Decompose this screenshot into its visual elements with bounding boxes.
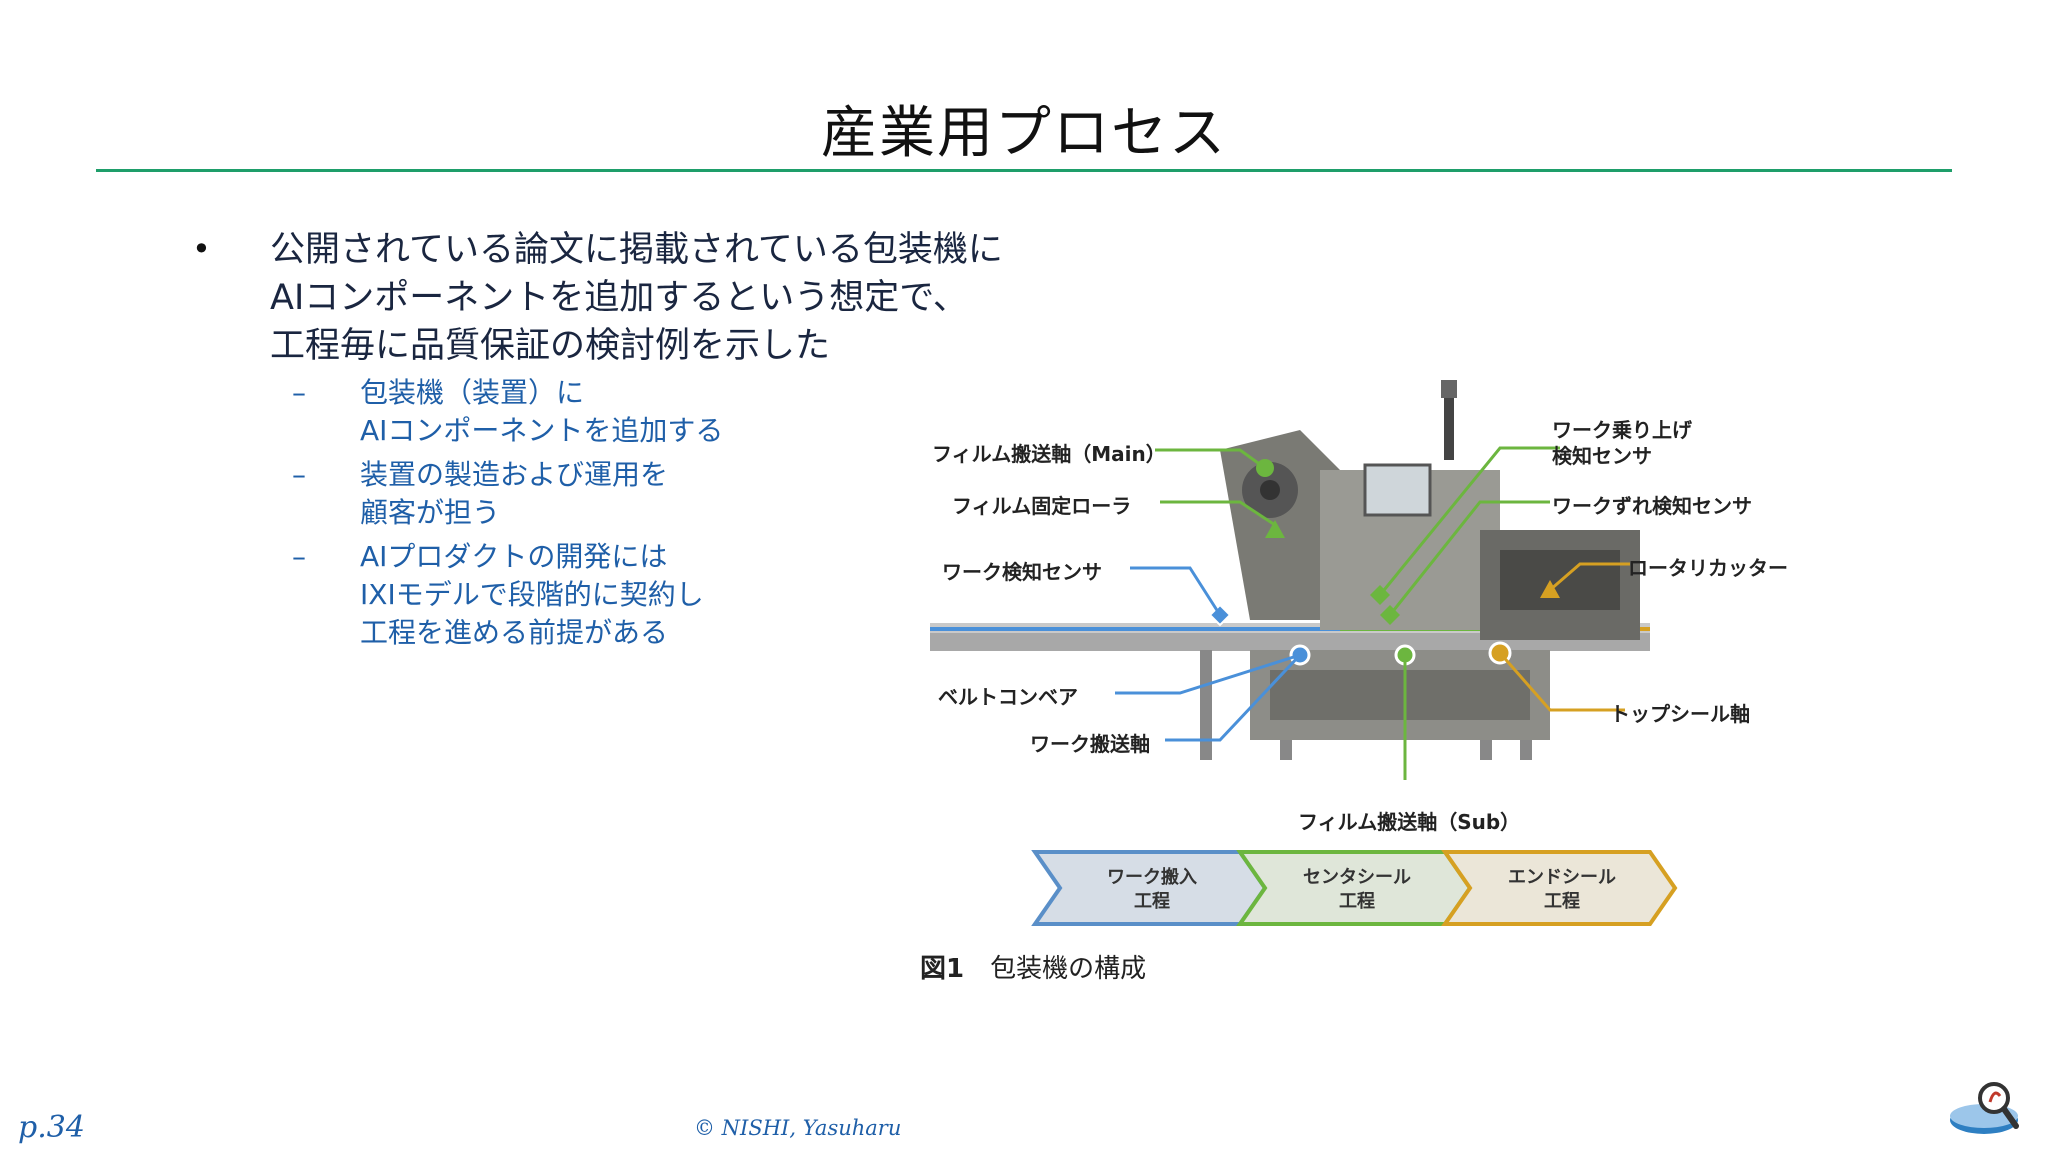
label-work-feed-axis: ワーク搬送軸: [1030, 732, 1150, 756]
label-work-shift-detect: ワークずれ検知センサ: [1552, 494, 1752, 518]
stage-arrow-end-seal: エンドシール 工程: [1441, 850, 1678, 926]
lower-cabinet: [1270, 670, 1530, 720]
stage-label: エンドシール: [1508, 867, 1616, 888]
machine-leg: [1200, 650, 1212, 760]
stage-arrow-center-seal: センタシール 工程: [1236, 850, 1473, 926]
label-top-seal-axis: トップシール軸: [1610, 702, 1750, 726]
label-film-fixed-roller: フィルム固定ローラ: [952, 494, 1132, 518]
sub-bullet-line: 顧客が担う: [360, 496, 501, 529]
sub-bullet-line: IXIモデルで段階的に契約し: [360, 578, 704, 611]
sub-bullet-line: 工程を進める前提がある: [360, 616, 669, 649]
slide-title: 産業用プロセス: [821, 101, 1227, 166]
leader-film-roller: [1160, 500, 1276, 527]
stage-arrow-work-intake: ワーク搬入 工程: [1031, 850, 1268, 926]
leader-work-shift: [1388, 500, 1550, 616]
sub-bullet-list: – 包装機（装置）に AIコンポーネントを追加する – 装置の製造および運用を …: [292, 374, 852, 658]
stage-label: 工程: [1339, 891, 1375, 912]
bullet-marker: •: [192, 230, 211, 268]
sub-bullet-dash: –: [292, 540, 306, 573]
bullet-line: 公開されている論文に掲載されている包装機に: [270, 230, 1003, 270]
title-divider: [96, 169, 1952, 172]
leader-work-lift: [1378, 446, 1560, 596]
caption-figure-number: 図1: [920, 954, 965, 984]
copyright-notice: © NISHI, Yasuharu: [694, 1116, 902, 1140]
caption-text: 包装機の構成: [990, 954, 1147, 984]
film-roll-hub: [1260, 480, 1280, 500]
signal-tower: [1444, 380, 1454, 460]
sub-bullet-line: 装置の製造および運用を: [360, 458, 669, 491]
label-belt-conveyor: ベルトコンベア: [938, 685, 1078, 709]
belt-conveyor-body: [930, 633, 1650, 651]
sub-bullet-item: – AIプロダクトの開発には IXIモデルで段階的に契約し 工程を進める前提があ…: [292, 538, 852, 652]
stage-label: 工程: [1134, 891, 1170, 912]
label-film-feed-sub: フィルム搬送軸（Sub）: [1298, 810, 1521, 834]
stage-label: センタシール: [1303, 867, 1411, 888]
label-work-lift-detect-2: 検知センサ: [1552, 444, 1652, 468]
stage-label: ワーク搬入: [1107, 866, 1197, 888]
sub-bullet-line: AIコンポーネントを追加する: [360, 414, 724, 447]
magnifier-logo-icon: [1950, 1082, 2019, 1134]
leader-belt-conveyor: [1115, 653, 1301, 695]
label-work-detect-sensor: ワーク検知センサ: [942, 560, 1102, 584]
page-number: p.34: [18, 1110, 85, 1145]
leader-rotary-cutter: [1549, 562, 1630, 592]
leader-top-seal: [1498, 652, 1625, 712]
sub-bullet-line: AIプロダクトの開発には: [360, 540, 668, 573]
stage-arrow-shape: [1236, 850, 1473, 926]
stage-arrow-shape: [1441, 850, 1678, 926]
stage-label: 工程: [1544, 891, 1580, 912]
sub-bullet-dash: –: [292, 458, 306, 491]
figure-caption: 図1 包装機の構成: [920, 948, 1146, 985]
sub-bullet-line: 包装機（装置）に: [360, 376, 585, 409]
machine-diagram: ワーク搬入 工程 センタシール 工程 エンドシール 工程: [930, 380, 1678, 926]
sub-bullet-item: – 包装機（装置）に AIコンポーネントを追加する: [292, 374, 852, 450]
sub-bullet-item: – 装置の製造および運用を 顧客が担う: [292, 456, 852, 532]
bullet-line: AIコンポーネントを追加するという想定で、: [270, 278, 968, 318]
main-bullet-text: 公開されている論文に掲載されている包装機に AIコンポーネントを追加するという想…: [270, 226, 1170, 370]
leader-work-feed: [1165, 653, 1302, 742]
film-roller-marker: [1265, 520, 1285, 538]
leader-work-sensor: [1130, 566, 1222, 616]
label-rotary-cutter: ロータリカッター: [1628, 556, 1788, 580]
stage-arrow-shape: [1031, 850, 1268, 926]
label-film-feed-main: フィルム搬送軸（Main）: [932, 442, 1166, 466]
signal-tower-lamp: [1441, 380, 1457, 398]
sub-bullet-dash: –: [292, 376, 306, 409]
control-panel-screen: [1363, 463, 1432, 517]
bullet-line: 工程毎に品質保証の検討例を示した: [270, 326, 831, 366]
leader-film-feed-main: [1155, 448, 1266, 470]
packaging-machine-figure: ワーク搬入 工程 センタシール 工程 エンドシール 工程 フィルム搬送軸（Mai…: [920, 370, 1810, 990]
label-work-lift-detect-1: ワーク乗り上げ: [1552, 418, 1692, 442]
